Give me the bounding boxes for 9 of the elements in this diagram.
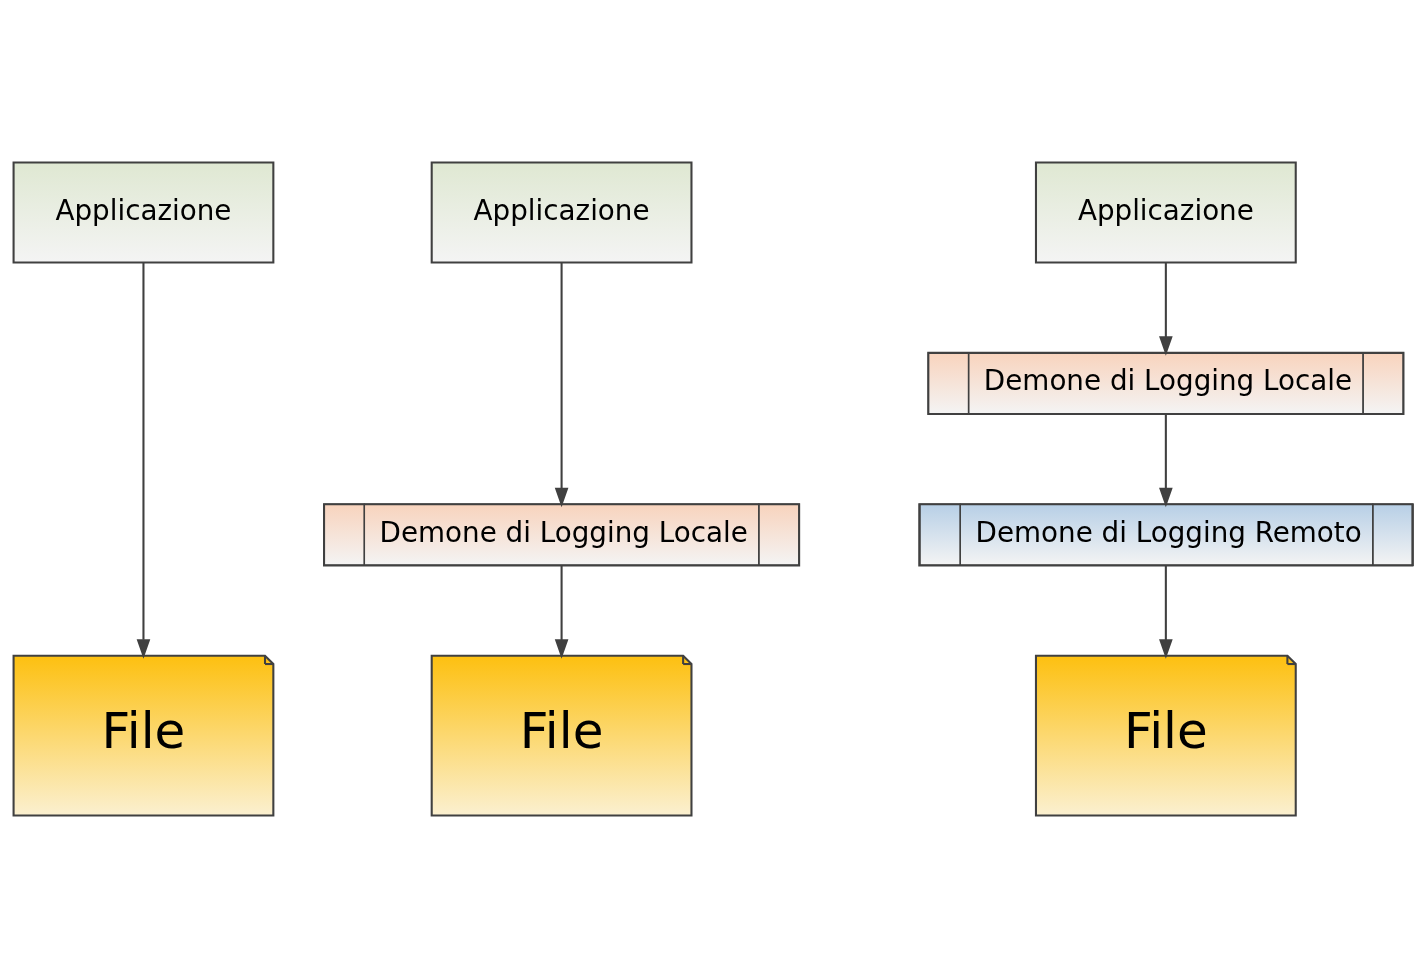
arrow: [136, 262, 151, 659]
arrow: [1159, 413, 1173, 507]
arrow: [1159, 564, 1173, 659]
arrow: [1159, 262, 1173, 356]
node-box: Applicazione: [1034, 161, 1297, 264]
node-box: Applicazione: [430, 161, 693, 264]
node-box: Applicazione: [12, 161, 275, 264]
arrow: [554, 262, 569, 507]
arrow: [554, 564, 569, 659]
